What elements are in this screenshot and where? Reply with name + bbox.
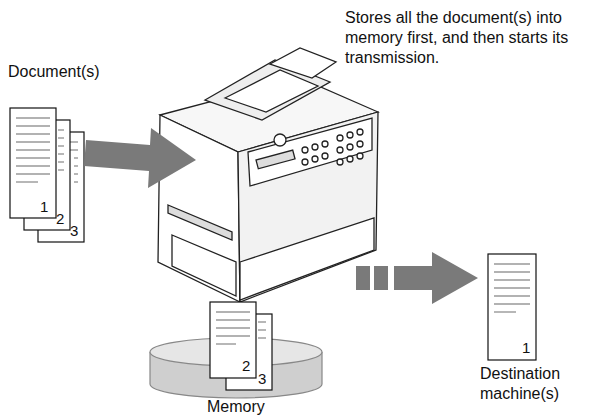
page-number: 1 — [40, 199, 48, 214]
page-number: 3 — [258, 371, 266, 386]
document-stack — [10, 108, 84, 242]
received-page — [488, 254, 536, 360]
page-number: 3 — [70, 223, 78, 238]
page-number: 2 — [242, 358, 250, 373]
memory-label: Memory — [207, 397, 265, 417]
feed-arrow — [84, 128, 196, 188]
fax-machine — [158, 48, 378, 302]
description-note: Stores all the document(s) into memory f… — [345, 8, 577, 68]
transmit-arrow — [356, 252, 478, 304]
stored-pages — [210, 302, 272, 390]
page-number: 2 — [56, 211, 64, 226]
document-label: Document(s) — [8, 62, 100, 82]
page-number: 1 — [522, 340, 530, 355]
destination-label: Destination machine(s) — [480, 364, 584, 404]
